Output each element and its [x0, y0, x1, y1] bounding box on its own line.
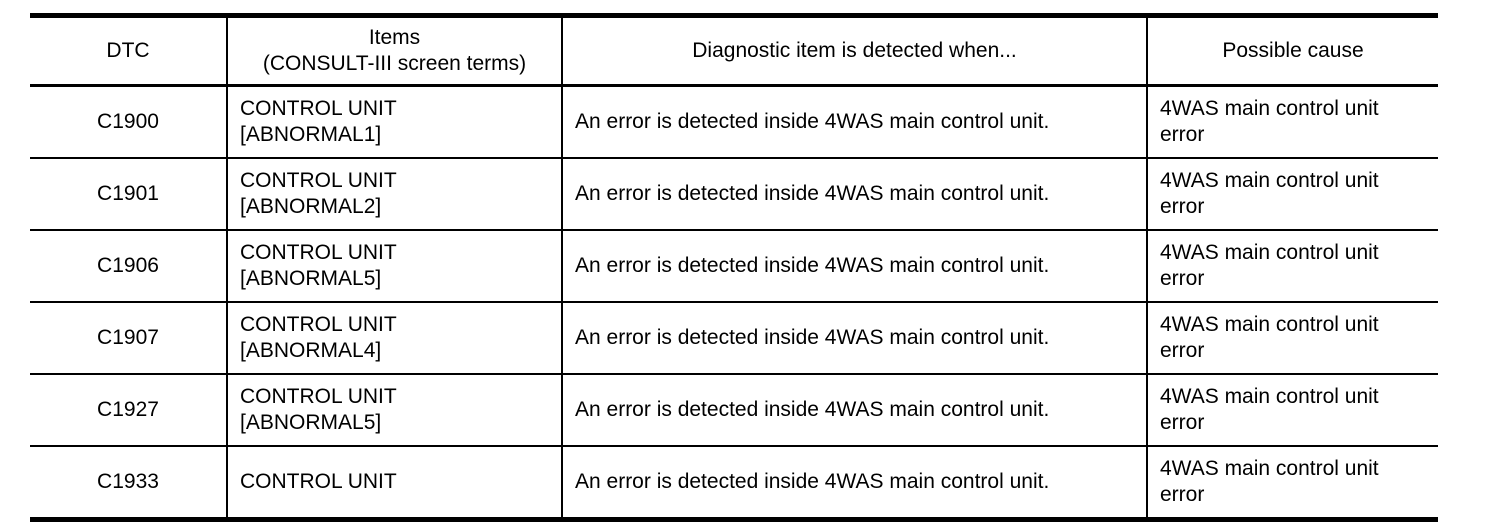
items-cell: CONTROL UNIT [ABNORMAL1]: [226, 85, 562, 159]
possible-cause-cell: 4WAS main control unit error: [1146, 302, 1438, 375]
detected-when-cell: An error is detected inside 4WAS main co…: [561, 158, 1147, 231]
possible-cause-cell: 4WAS main control unit error: [1146, 85, 1438, 159]
detected-when-cell: An error is detected inside 4WAS main co…: [561, 374, 1147, 447]
detected-when-cell: An error is detected inside 4WAS main co…: [561, 446, 1147, 520]
table-row: C1901 CONTROL UNIT [ABNORMAL2] An error …: [30, 158, 1438, 231]
column-header-items: Items (CONSULT-III screen terms): [226, 15, 562, 87]
detected-when-cell: An error is detected inside 4WAS main co…: [561, 85, 1147, 159]
possible-cause-cell: 4WAS main control unit error: [1146, 374, 1438, 447]
column-header-dtc: DTC: [30, 15, 227, 87]
dtc-table: DTC Items (CONSULT-III screen terms) Dia…: [30, 13, 1438, 522]
dtc-code: C1901: [30, 158, 227, 231]
possible-cause-cell: 4WAS main control unit error: [1146, 446, 1438, 520]
table-row: C1900 CONTROL UNIT [ABNORMAL1] An error …: [30, 85, 1438, 159]
dtc-table-container: DTC Items (CONSULT-III screen terms) Dia…: [30, 13, 1438, 522]
items-cell: CONTROL UNIT [ABNORMAL5]: [226, 230, 562, 303]
items-cell: CONTROL UNIT: [226, 446, 562, 520]
possible-cause-cell: 4WAS main control unit error: [1146, 158, 1438, 231]
column-header-possible-cause: Possible cause: [1146, 15, 1438, 87]
table-row: C1907 CONTROL UNIT [ABNORMAL4] An error …: [30, 302, 1438, 375]
items-cell: CONTROL UNIT [ABNORMAL5]: [226, 374, 562, 447]
items-cell: CONTROL UNIT [ABNORMAL4]: [226, 302, 562, 375]
dtc-code: C1927: [30, 374, 227, 447]
column-header-detected-when: Diagnostic item is detected when...: [561, 15, 1147, 87]
header-row: DTC Items (CONSULT-III screen terms) Dia…: [30, 15, 1438, 87]
table-row: C1933 CONTROL UNIT An error is detected …: [30, 446, 1438, 520]
dtc-code: C1933: [97, 470, 159, 493]
table-row: C1927 CONTROL UNIT [ABNORMAL5] An error …: [30, 374, 1438, 447]
dtc-code: C1907: [30, 302, 227, 375]
detected-when-cell: An error is detected inside 4WAS main co…: [561, 230, 1147, 303]
dtc-code: C1906: [30, 230, 227, 303]
possible-cause-cell: 4WAS main control unit error: [1146, 230, 1438, 303]
items-cell: CONTROL UNIT [ABNORMAL2]: [226, 158, 562, 231]
dtc-code: C1900: [30, 85, 227, 159]
table-row: C1906 CONTROL UNIT [ABNORMAL5] An error …: [30, 230, 1438, 303]
detected-when-cell: An error is detected inside 4WAS main co…: [561, 302, 1147, 375]
